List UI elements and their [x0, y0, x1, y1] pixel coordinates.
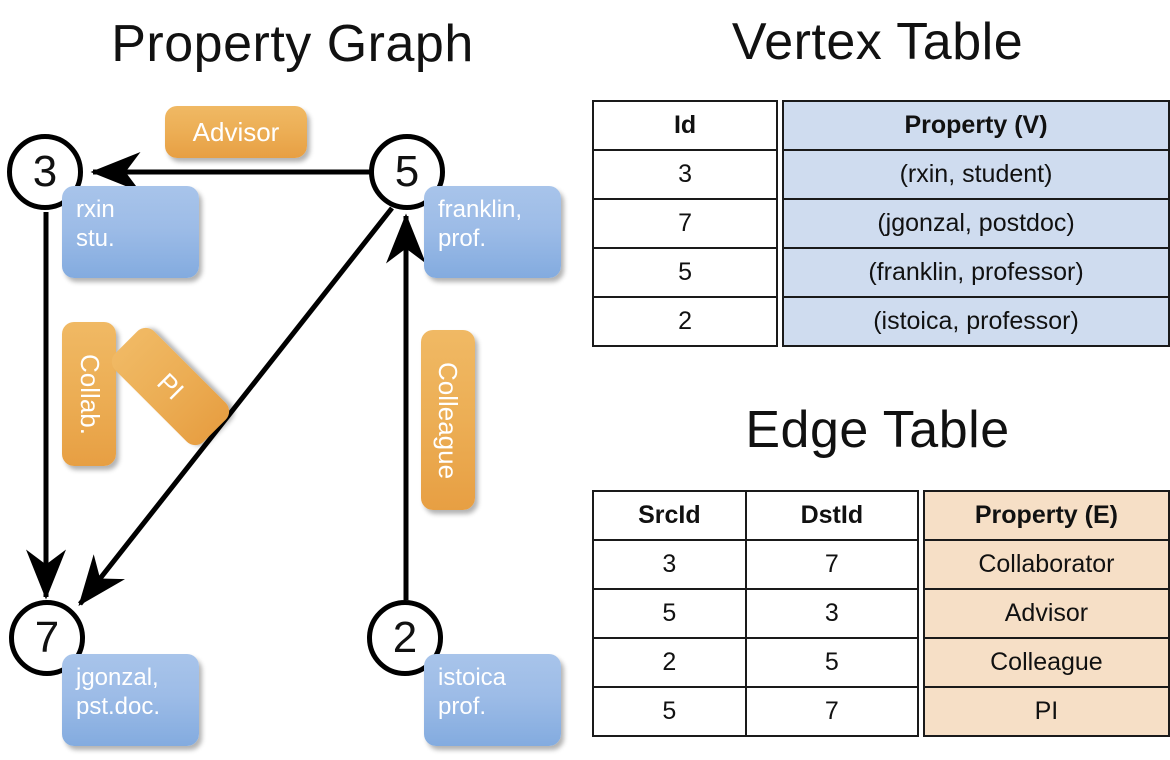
vertex-row-0-property: (rxin, student) [782, 149, 1170, 200]
edge-table-header-row: Property (E) [922, 490, 1170, 541]
vertex-table-id-column: Id 3 7 5 2 [591, 100, 779, 347]
table-row[interactable]: (jgonzal, postdoc) [782, 198, 1170, 249]
edge-row-1-dst: 3 [744, 588, 919, 639]
edge-table-property-column: Property (E) Collaborator Advisor Collea… [922, 490, 1170, 737]
vertex-row-2-id: 5 [591, 247, 779, 298]
node-property-franklin-role: prof. [438, 225, 487, 253]
table-row[interactable]: 5 [592, 588, 747, 639]
vertex-table-header-id: Id [591, 100, 779, 151]
table-row[interactable]: 7 [591, 198, 779, 249]
edge-row-2-src: 2 [592, 637, 747, 688]
table-row[interactable]: 3 [591, 149, 779, 200]
edge-table-header-row: DstId [744, 490, 919, 541]
vertex-row-1-id: 7 [591, 198, 779, 249]
edge-row-2-dst: 5 [744, 637, 919, 688]
edge-row-1-property: Advisor [922, 588, 1170, 639]
table-row[interactable]: (rxin, student) [782, 149, 1170, 200]
node-property-franklin-name: franklin, [438, 196, 523, 223]
graph-node-2-label: 2 [392, 613, 418, 662]
table-row[interactable]: 5 [591, 247, 779, 298]
node-property-istoica-name: istoica [438, 664, 507, 691]
node-property-jgonzal-name: jgonzal, [76, 664, 159, 691]
table-row[interactable]: (istoica, professor) [782, 296, 1170, 347]
edge-row-0-dst: 7 [744, 539, 919, 590]
edge-row-1-src: 5 [592, 588, 747, 639]
table-row[interactable]: 5 [744, 637, 919, 688]
edge-label-collab-text: Collab. [74, 353, 105, 435]
edge-row-3-dst: 7 [744, 686, 919, 737]
edge-table-src-column: SrcId 3 5 2 5 [592, 490, 747, 737]
edge-label-colleague[interactable]: Colleague [421, 330, 475, 510]
node-property-rxin-name: rxin [76, 196, 115, 223]
node-property-box-rxin[interactable]: rxin stu. [62, 186, 199, 278]
vertex-table-property-column: Property (V) (rxin, student) (jgonzal, p… [782, 100, 1170, 347]
edge-row-2-property: Colleague [922, 637, 1170, 688]
table-row[interactable]: 2 [592, 637, 747, 688]
table-row[interactable]: 7 [744, 539, 919, 590]
vertex-table-header-row: Property (V) [782, 100, 1170, 151]
page-title-property-graph: Property Graph [111, 15, 474, 73]
edge-label-collab[interactable]: Collab. [62, 322, 116, 466]
table-row[interactable]: 3 [592, 539, 747, 590]
edge-row-0-property: Collaborator [922, 539, 1170, 590]
edge-label-advisor[interactable]: Advisor [165, 106, 307, 158]
edge-table: SrcId 3 5 2 5 DstId 7 3 [592, 490, 1170, 737]
vertex-row-3-property: (istoica, professor) [782, 296, 1170, 347]
table-row[interactable]: 3 [744, 588, 919, 639]
vertex-table-header-row: Id [591, 100, 779, 151]
table-row[interactable]: Collaborator [922, 539, 1170, 590]
graph-node-5-label: 5 [394, 147, 420, 196]
edge-table-header-srcid: SrcId [592, 490, 747, 541]
node-property-jgonzal-role: pst.doc. [76, 693, 161, 721]
vertex-row-2-property: (franklin, professor) [782, 247, 1170, 298]
node-property-box-franklin[interactable]: franklin, prof. [424, 186, 561, 278]
edge-label-colleague-text: Colleague [433, 361, 464, 479]
page-title-vertex-table: Vertex Table [731, 13, 1024, 71]
table-row[interactable]: (franklin, professor) [782, 247, 1170, 298]
graph-edges-svg [26, 152, 426, 606]
vertex-table: Id 3 7 5 2 Property (V) (rxin, student) [591, 100, 1170, 347]
vertex-row-1-property: (jgonzal, postdoc) [782, 198, 1170, 249]
graph-node-2[interactable]: 2 [367, 600, 443, 676]
edge-table-dst-column: DstId 7 3 5 7 [744, 490, 919, 737]
table-row[interactable]: PI [922, 686, 1170, 737]
edge-label-pi-text: PI [151, 366, 191, 406]
edge-table-header-dstid: DstId [744, 490, 919, 541]
vertex-table-header-property: Property (V) [782, 100, 1170, 151]
graph-node-7-label: 7 [34, 613, 60, 662]
edge-table-header-row: SrcId [592, 490, 747, 541]
table-row[interactable]: 2 [591, 296, 779, 347]
edge-table-header-property: Property (E) [922, 490, 1170, 541]
graph-node-5[interactable]: 5 [369, 134, 445, 210]
table-row[interactable]: Advisor [922, 588, 1170, 639]
node-property-rxin-role: stu. [76, 225, 115, 253]
edge-row-3-property: PI [922, 686, 1170, 737]
vertex-row-3-id: 2 [591, 296, 779, 347]
node-property-box-istoica[interactable]: istoica prof. [424, 654, 561, 746]
graph-node-3-label: 3 [32, 147, 58, 196]
property-graph-diagram: 3 5 7 2 rxin stu. franklin, prof. jgonza… [7, 106, 561, 746]
page-title-edge-table: Edge Table [745, 401, 1010, 459]
table-row[interactable]: Colleague [922, 637, 1170, 688]
edge-label-advisor-text: Advisor [192, 116, 280, 147]
edge-row-0-src: 3 [592, 539, 747, 590]
table-row[interactable]: 5 [592, 686, 747, 737]
node-property-istoica-role: prof. [438, 693, 487, 721]
node-property-box-jgonzal[interactable]: jgonzal, pst.doc. [62, 654, 199, 746]
table-row[interactable]: 7 [744, 686, 919, 737]
vertex-row-0-id: 3 [591, 149, 779, 200]
edge-5-to-7-pi [78, 206, 394, 606]
edge-row-3-src: 5 [592, 686, 747, 737]
